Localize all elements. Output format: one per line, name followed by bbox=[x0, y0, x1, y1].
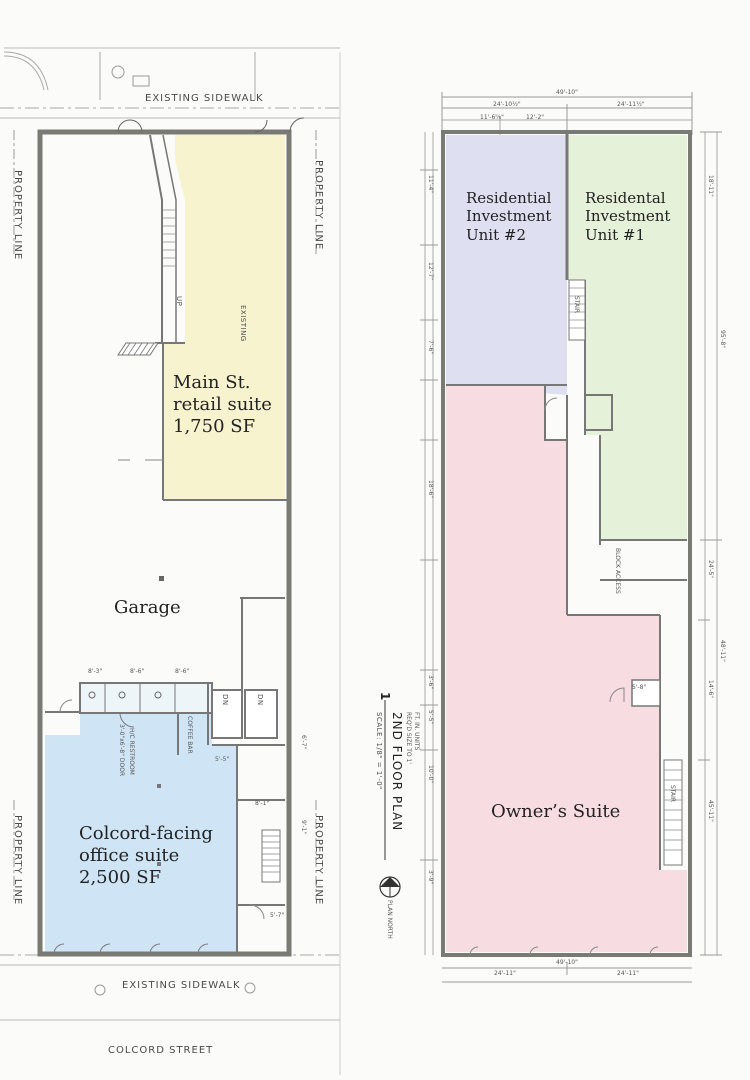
dim-d3: 8'-6" bbox=[175, 668, 190, 675]
dim-d2: 8'-6" bbox=[130, 668, 145, 675]
property-line-label-top-left: PROPERTY LINE bbox=[12, 170, 23, 261]
dim-r3: 24'-5" bbox=[707, 560, 714, 579]
dim-v5: 3'-6" bbox=[427, 675, 434, 690]
unit-2-line-1: Residential bbox=[466, 189, 552, 207]
retail-line-3: 1,750 SF bbox=[173, 415, 256, 437]
owners-suite-label: Owner’s Suite bbox=[491, 801, 621, 822]
plan-north-label: PLAN NORTH bbox=[386, 900, 393, 939]
drawing-note-1: REQ'D SIZE TO 1' bbox=[405, 712, 412, 765]
coffee-bar-note: COFFEE BAR bbox=[186, 716, 193, 754]
dim-right-top: 24'-11½" bbox=[617, 101, 645, 108]
property-line-label-top-right: PROPERTY LINE bbox=[313, 160, 324, 251]
unit-2-line-2: Investment bbox=[466, 207, 552, 226]
dim-d8: 9'-1" bbox=[300, 820, 307, 835]
dim-v6: 5'-5" bbox=[427, 710, 434, 725]
dim-v3: 7'-6" bbox=[427, 340, 434, 355]
hc-restroom-note: H/C RESTROOM bbox=[128, 728, 135, 775]
residential-unit-2-area bbox=[446, 135, 567, 395]
dim-d4: 5'-5" bbox=[215, 756, 230, 763]
dn-note-2: DN bbox=[256, 694, 264, 706]
dim-d6: 5'-7" bbox=[270, 912, 285, 919]
existing-sidewalk-top-label: EXISTING SIDEWALK bbox=[145, 93, 264, 104]
property-line-label-bottom-right: PROPERTY LINE bbox=[313, 815, 324, 906]
drawing-note-2: FT. IN. UNITS bbox=[413, 712, 420, 751]
drawing-scale: SCALE: 1/8" = 1'-0" bbox=[375, 712, 383, 790]
drawing-number: 1 bbox=[378, 692, 392, 702]
existing-note: EXISTING bbox=[239, 305, 247, 342]
owners-suite-area bbox=[446, 385, 687, 952]
dim-door: 5'-8" bbox=[632, 684, 647, 691]
dim-v4: 18'-6" bbox=[427, 480, 434, 499]
unit-1-label: Residental Investment Unit #1 bbox=[585, 189, 670, 244]
office-suite-area bbox=[45, 712, 237, 952]
retail-line-2: retail suite bbox=[173, 393, 272, 415]
retail-suite-label: Main St. retail suite 1,750 SF bbox=[173, 372, 272, 438]
left-plan bbox=[0, 47, 341, 1075]
dim-v7: 10'-0" bbox=[427, 765, 434, 784]
dim-right-bottom: 24'-11" bbox=[617, 970, 639, 977]
office-suite-label: Colcord-facing office suite 2,500 SF bbox=[79, 823, 213, 889]
retail-suite-area bbox=[163, 135, 285, 500]
dim-r2: 95'-8" bbox=[719, 330, 726, 349]
office-line-1: Colcord-facing bbox=[79, 823, 213, 844]
dim-sub-left: 11'-6⅝" bbox=[480, 114, 504, 121]
dim-overall-top: 49'-10" bbox=[556, 89, 578, 96]
dim-v2: 12'-7" bbox=[427, 262, 434, 281]
unit-2-line-3: Unit #2 bbox=[466, 225, 527, 244]
garage-label: Garage bbox=[114, 597, 181, 618]
up-note: UP bbox=[175, 296, 183, 307]
drawing-title: 2ND FLOOR PLAN bbox=[390, 712, 404, 832]
colcord-street-label: COLCORD STREET bbox=[108, 1045, 214, 1056]
retail-line-1: Main St. bbox=[173, 372, 251, 393]
dn-note-1: DN bbox=[221, 694, 229, 706]
dim-sub-mid: 12'-2" bbox=[526, 114, 545, 121]
dim-r6: 45'-11" bbox=[707, 800, 714, 822]
dim-d7: 6'-7" bbox=[300, 735, 307, 750]
unit-2-label: Residential Investment Unit #2 bbox=[466, 189, 551, 244]
dim-r1: 18'-11" bbox=[707, 175, 714, 197]
stair-note-top: STAIR bbox=[573, 296, 580, 314]
right-plan bbox=[379, 92, 722, 983]
dim-left-top: 24'-10½" bbox=[493, 101, 521, 108]
property-line-label-bottom-left: PROPERTY LINE bbox=[12, 815, 23, 906]
dim-d5: 8'-1" bbox=[255, 800, 270, 807]
dim-r4: 48'-11" bbox=[719, 640, 726, 662]
unit-1-line-3: Unit #1 bbox=[585, 225, 646, 244]
residential-unit-1-area bbox=[567, 135, 687, 540]
door-note: 3'-0"x6'-8" DOOR bbox=[118, 724, 125, 777]
unit-1-line-2: Investment bbox=[585, 207, 671, 226]
office-line-3: 2,500 SF bbox=[79, 866, 162, 888]
dim-v1: 11'-4" bbox=[427, 175, 434, 194]
dim-left-bottom: 24'-11" bbox=[494, 970, 516, 977]
stair-note-lower: STAIR bbox=[669, 785, 676, 803]
unit-1-line-1: Residental bbox=[585, 189, 666, 207]
dim-r5: 14'-6" bbox=[707, 680, 714, 699]
dim-d1: 8'-3" bbox=[88, 668, 103, 675]
dim-v8: 3'-9" bbox=[427, 870, 434, 885]
block-access-note: BLOCK ACCESS bbox=[614, 548, 621, 594]
dim-overall-bottom: 49'-10" bbox=[556, 959, 578, 966]
existing-sidewalk-bottom-label: EXISTING SIDEWALK bbox=[122, 980, 241, 991]
office-line-2: office suite bbox=[79, 844, 180, 866]
